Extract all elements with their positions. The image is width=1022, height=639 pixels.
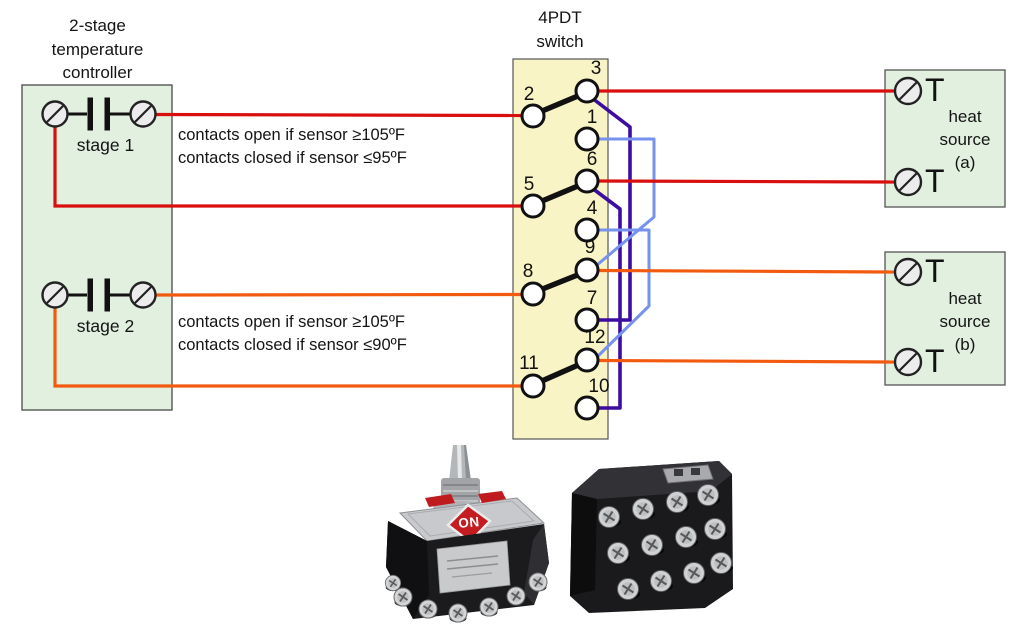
terminal-7-circle: [574, 307, 600, 333]
terminal-1-circle: [574, 126, 600, 152]
wire-stage1-to-terminal5: [53, 126, 522, 208]
terminal-6-circle: [574, 168, 600, 194]
switch-title: 4PDT switch: [536, 8, 584, 51]
stage1-label: stage 1: [76, 135, 135, 155]
wire-terminal6-to-heat-a-bottom: [597, 179, 896, 184]
toggle-switch-photo-side: [384, 445, 549, 624]
terminal-9-circle: [574, 257, 600, 283]
terminal-5-circle: [520, 193, 546, 219]
terminal-2-label: 2: [523, 84, 535, 105]
wire-3-to-7: [590, 96, 632, 322]
toggle-switch-photo-terminals: [570, 461, 734, 613]
terminal-10-label: 10: [588, 376, 610, 397]
terminal-4-label: 4: [586, 198, 598, 219]
terminal-12-circle: [574, 347, 600, 373]
wire-stage1-to-terminal2: [155, 112, 523, 118]
heat-a-top-T: T: [925, 72, 945, 108]
terminal-8-circle: [520, 281, 546, 307]
terminal-6-label: 6: [586, 149, 598, 170]
stage2-notes: contacts open if sensor ≥105ºF contacts …: [178, 313, 407, 354]
wire-terminal9-to-heat-b-top: [597, 268, 896, 274]
heat-source-b-terminals: [893, 257, 923, 377]
wire-stage2-to-terminal11: [53, 307, 522, 388]
switch-terminal-circles: [520, 78, 600, 421]
heat-source-b-name: heat source (b): [939, 289, 991, 354]
terminal-5-label: 5: [523, 174, 535, 195]
terminal-10-circle: [574, 395, 600, 421]
terminal-11-circle: [520, 373, 546, 399]
terminal-2-circle: [520, 103, 546, 129]
wire-terminal12-to-heat-b-bottom: [597, 358, 896, 364]
terminal-12-label: 12: [584, 327, 606, 348]
stage2-contact: [41, 278, 157, 312]
wire-1-to-9: [595, 137, 656, 267]
terminal-8-label: 8: [522, 261, 534, 282]
stage2-label: stage 2: [76, 316, 135, 336]
heat-a-bottom-T: T: [925, 163, 945, 199]
terminal-7-label: 7: [586, 288, 598, 309]
wire-stage2-to-terminal8: [155, 292, 523, 297]
stage1-contact: [41, 97, 157, 131]
terminal-3-label: 3: [590, 58, 602, 79]
terminal-3-circle: [574, 78, 600, 104]
heat-b-bottom-T: T: [925, 343, 945, 379]
wire-6-to-10: [590, 186, 622, 410]
terminal-11-label: 11: [519, 353, 539, 374]
photo-on-label: ON: [457, 514, 481, 531]
controller-box: [21, 84, 173, 411]
wire-4-to-12: [595, 228, 651, 359]
heat-b-top-T: T: [925, 253, 945, 289]
terminal-1-label: 1: [586, 107, 598, 128]
stage1-notes: contacts open if sensor ≥105ºF contacts …: [178, 126, 407, 167]
controller-title: 2-stage temperature controller: [51, 16, 144, 82]
heat-source-a-name: heat source (a): [939, 107, 991, 172]
terminal-9-label: 9: [584, 237, 596, 258]
terminal-4-circle: [574, 217, 600, 243]
heat-source-a-terminals: [893, 76, 923, 197]
